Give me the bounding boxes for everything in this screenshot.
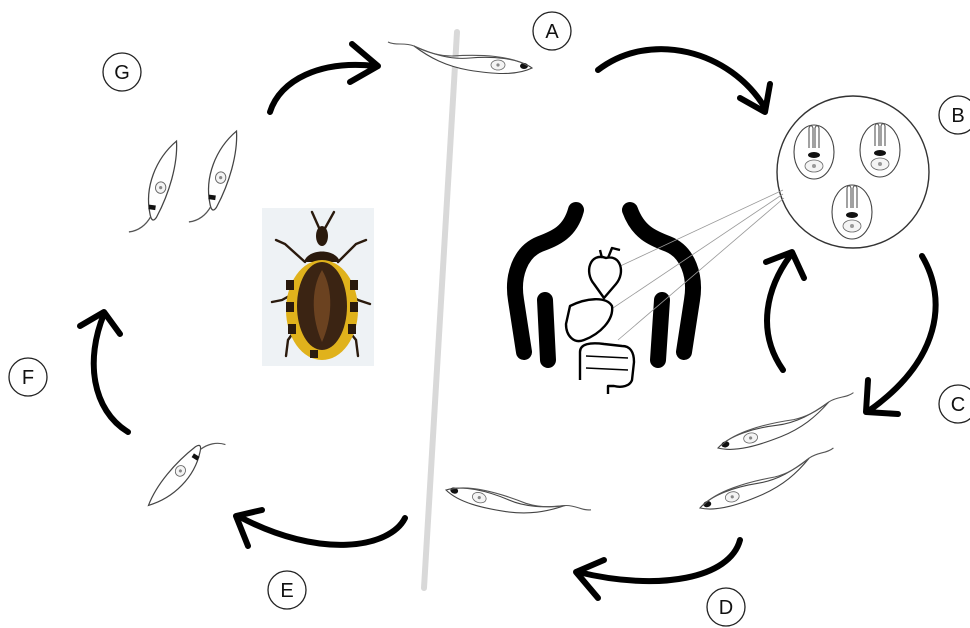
- trypomastigote-icon: [694, 448, 841, 513]
- arrow-e-to-f: [236, 510, 405, 546]
- stage-label-d: D: [707, 588, 745, 626]
- host-divider-line: [424, 32, 457, 588]
- svg-text:B: B: [951, 105, 964, 127]
- liver-icon: [566, 299, 612, 341]
- trypomastigote-icon: [388, 42, 532, 74]
- triatomine-bug-icon: [262, 208, 374, 366]
- stage-label-b: B: [939, 96, 970, 134]
- arrow-a-to-b: [598, 49, 770, 112]
- amastigote-icon: [860, 123, 900, 177]
- arrow-c-to-b: [766, 252, 804, 370]
- trypomastigote-icon: [444, 465, 591, 539]
- epimastigote-icon: [129, 136, 178, 237]
- intestine-icon: [580, 343, 634, 394]
- stage-label-g: G: [103, 53, 141, 91]
- svg-text:C: C: [951, 394, 965, 416]
- stage-label-a: A: [533, 12, 571, 50]
- heart-icon: [589, 248, 621, 298]
- svg-text:G: G: [114, 62, 130, 84]
- arrow-d-to-e: [576, 540, 740, 598]
- svg-text:F: F: [22, 367, 34, 389]
- svg-text:D: D: [719, 597, 733, 619]
- amastigote-icon: [794, 125, 834, 179]
- amastigote-icon: [832, 185, 872, 239]
- svg-text:A: A: [545, 21, 559, 43]
- stage-label-f: F: [9, 358, 47, 396]
- amastigote-cell: [777, 96, 929, 248]
- epimastigote-icon: [189, 126, 238, 227]
- stage-label-c: C: [939, 385, 970, 423]
- epimastigote-icon: [147, 426, 225, 523]
- arrow-g-to-a: [270, 44, 378, 112]
- trypomastigote-icon: [713, 393, 860, 454]
- arrow-f-to-g: [80, 312, 128, 432]
- stage-label-e: E: [268, 571, 306, 609]
- svg-text:E: E: [280, 580, 293, 602]
- arrow-b-to-c: [866, 256, 936, 414]
